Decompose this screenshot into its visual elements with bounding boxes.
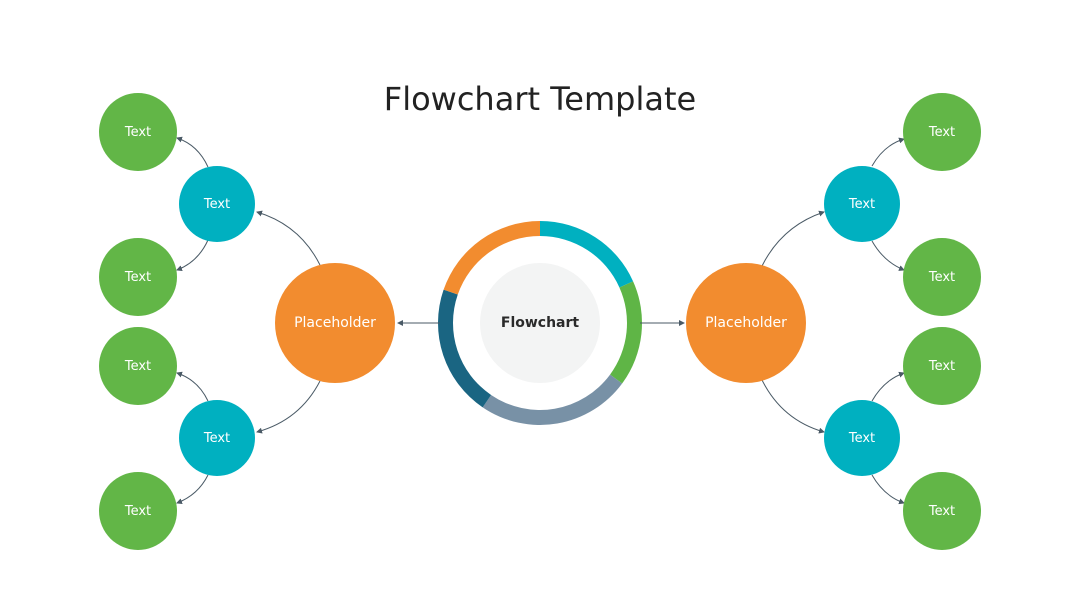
ring-segment-4 bbox=[438, 289, 492, 408]
left-branch-1-leaf-1[interactable]: Text bbox=[99, 93, 177, 171]
left-branch-2-leaf-1[interactable]: Text bbox=[99, 327, 177, 405]
connector-right-hub-to-top-mid bbox=[761, 210, 825, 267]
right-branch-2-node[interactable]: Text bbox=[824, 400, 900, 476]
left-hub-node[interactable]: Placeholder bbox=[275, 263, 395, 383]
right-branch-2-leaf-2[interactable]: Text bbox=[903, 472, 981, 550]
center-ring bbox=[438, 221, 642, 426]
connector-right-hub-to-bottom-mid bbox=[761, 379, 825, 434]
center-label: Flowchart bbox=[500, 315, 580, 331]
connector-left-hub-to-bottom-mid bbox=[256, 380, 321, 434]
ring-segment-5 bbox=[443, 221, 540, 295]
connector-right-bottom-mid-to-leaf-1 bbox=[871, 371, 905, 402]
connector-right-top-mid-to-leaf-2 bbox=[871, 240, 905, 271]
right-branch-1-leaf-1[interactable]: Text bbox=[903, 93, 981, 171]
right-branch-2-leaf-1[interactable]: Text bbox=[903, 327, 981, 405]
right-hub-node[interactable]: Placeholder bbox=[686, 263, 806, 383]
left-branch-1-leaf-2[interactable]: Text bbox=[99, 238, 177, 316]
left-branch-1-node[interactable]: Text bbox=[179, 166, 255, 242]
left-branch-2-node[interactable]: Text bbox=[179, 400, 255, 476]
connector-right-bottom-mid-to-leaf-2 bbox=[871, 474, 905, 505]
connector-left-bottom-mid-to-leaf-2 bbox=[176, 474, 209, 505]
connector-left-hub-to-top-mid bbox=[256, 210, 321, 266]
right-branch-1-node[interactable]: Text bbox=[824, 166, 900, 242]
connector-left-top-mid-to-leaf-2 bbox=[176, 239, 209, 272]
right-branch-1-leaf-2[interactable]: Text bbox=[903, 238, 981, 316]
connector-left-top-mid-to-leaf-1 bbox=[176, 136, 209, 168]
ring-segment-2 bbox=[610, 281, 642, 384]
center-inner-circle bbox=[480, 263, 600, 383]
ring-segment-3 bbox=[482, 374, 623, 426]
page-title: Flowchart Template bbox=[383, 80, 697, 118]
connector-right-top-mid-to-leaf-1 bbox=[871, 137, 905, 167]
connector-left-bottom-mid-to-leaf-1 bbox=[176, 371, 209, 402]
ring-segment-1 bbox=[540, 221, 634, 288]
left-branch-2-leaf-2[interactable]: Text bbox=[99, 472, 177, 550]
